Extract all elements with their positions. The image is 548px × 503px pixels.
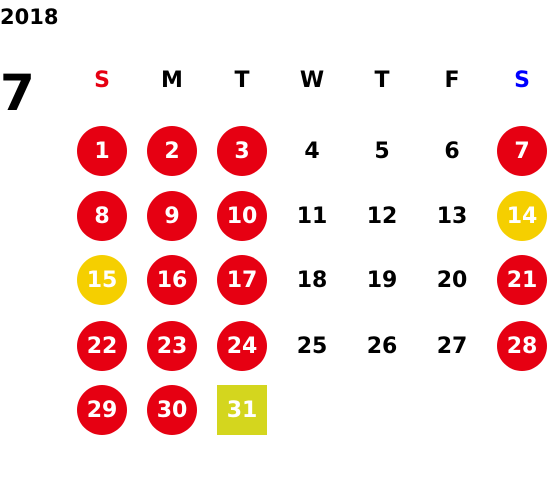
day-2[interactable]: 2	[147, 126, 197, 176]
day-4[interactable]: 4	[304, 138, 320, 164]
year-label: 2018	[0, 5, 59, 29]
day-15[interactable]: 15	[77, 255, 127, 305]
day-10[interactable]: 10	[217, 191, 267, 241]
weekday-mon: M	[161, 68, 183, 93]
day-26[interactable]: 26	[366, 333, 398, 359]
day-5[interactable]: 5	[374, 138, 390, 164]
day-27[interactable]: 27	[436, 333, 468, 359]
day-7[interactable]: 7	[497, 126, 547, 176]
day-25[interactable]: 25	[296, 333, 328, 359]
month-number: 7	[0, 64, 35, 122]
day-31[interactable]: 31	[217, 385, 267, 435]
weekday-fri: F	[444, 68, 460, 93]
day-21[interactable]: 21	[497, 255, 547, 305]
day-11[interactable]: 11	[296, 203, 328, 229]
day-30[interactable]: 30	[147, 385, 197, 435]
weekday-wed: W	[299, 68, 325, 93]
day-23[interactable]: 23	[147, 321, 197, 371]
day-16[interactable]: 16	[147, 255, 197, 305]
weekday-tue: T	[234, 68, 250, 93]
day-20[interactable]: 20	[436, 267, 468, 293]
weekday-sat: S	[514, 68, 530, 93]
weekday-thu: T	[374, 68, 390, 93]
day-17[interactable]: 17	[217, 255, 267, 305]
day-19[interactable]: 19	[366, 267, 398, 293]
day-1[interactable]: 1	[77, 126, 127, 176]
day-14[interactable]: 14	[497, 191, 547, 241]
day-18[interactable]: 18	[296, 267, 328, 293]
day-22[interactable]: 22	[77, 321, 127, 371]
day-3[interactable]: 3	[217, 126, 267, 176]
day-8[interactable]: 8	[77, 191, 127, 241]
day-6[interactable]: 6	[444, 138, 460, 164]
day-24[interactable]: 24	[217, 321, 267, 371]
day-29[interactable]: 29	[77, 385, 127, 435]
day-9[interactable]: 9	[147, 191, 197, 241]
day-12[interactable]: 12	[366, 203, 398, 229]
day-13[interactable]: 13	[436, 203, 468, 229]
weekday-sun: S	[94, 68, 110, 93]
day-28[interactable]: 28	[497, 321, 547, 371]
